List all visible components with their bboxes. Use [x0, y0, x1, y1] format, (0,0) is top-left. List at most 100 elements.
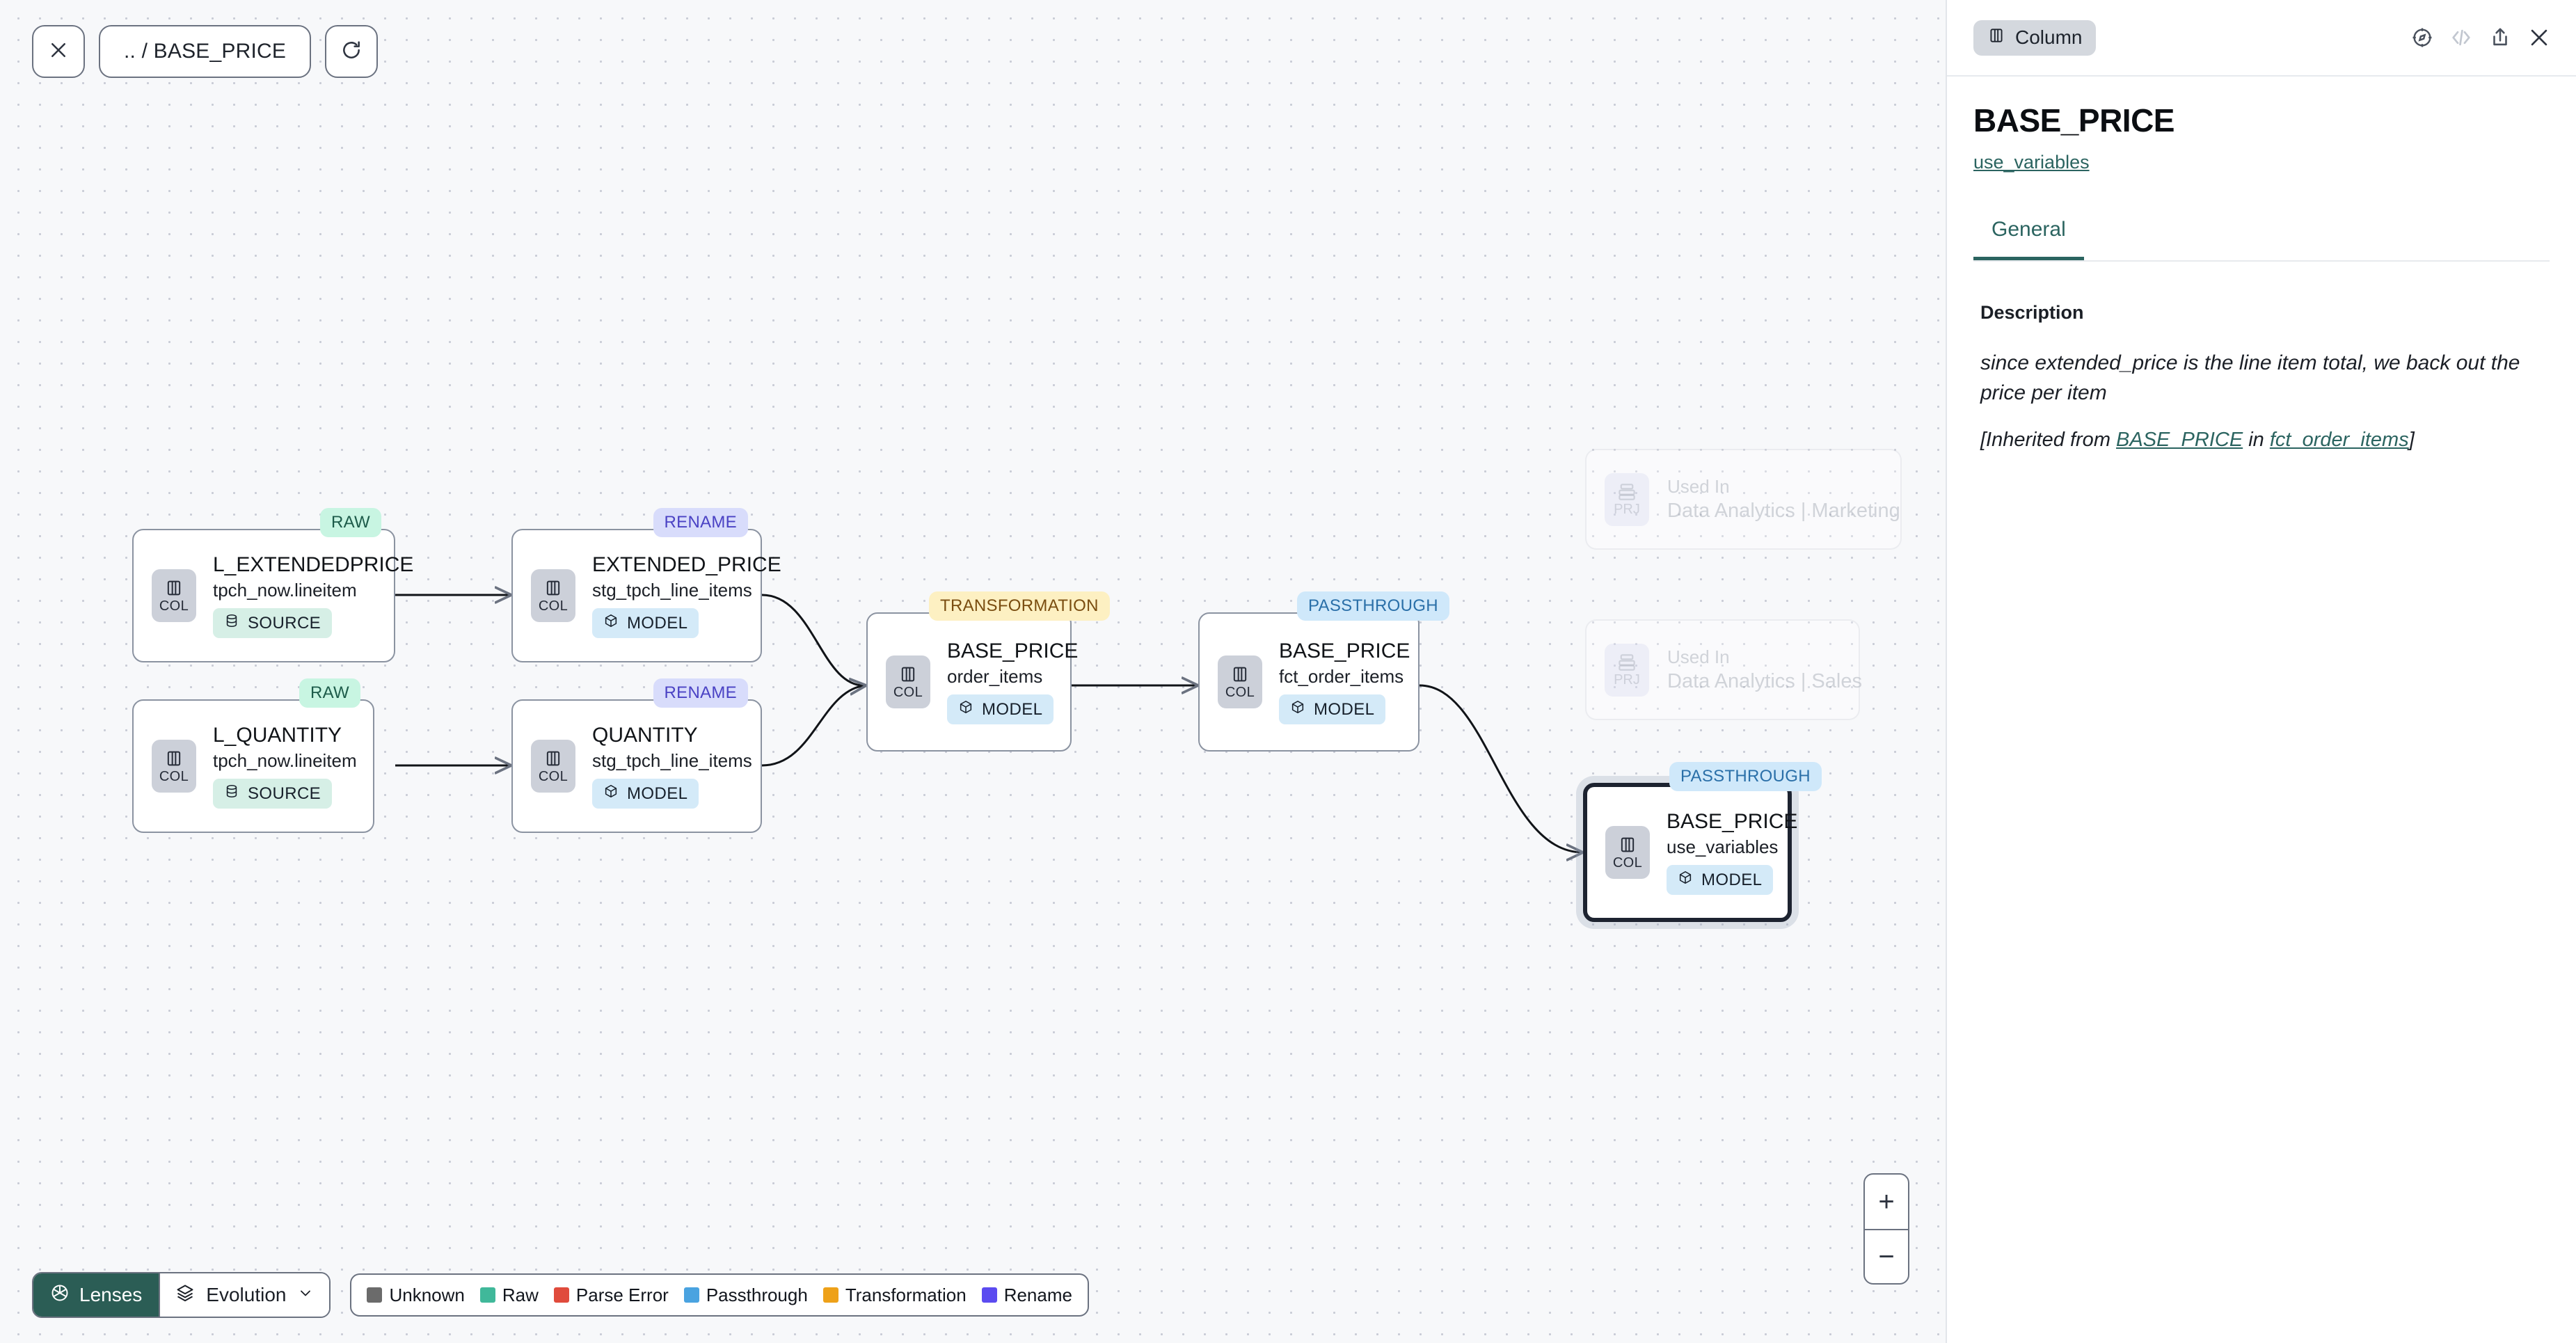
- close-button[interactable]: [32, 25, 85, 78]
- node-base-price-fct-order-items[interactable]: PASSTHROUGH COL BASE_PRICE fct_order_ite…: [1198, 591, 1449, 752]
- node-kind-label: MODEL: [982, 699, 1043, 719]
- canvas-toolbar: .. / BASE_PRICE: [32, 25, 379, 78]
- legend-label: Transformation: [845, 1284, 967, 1305]
- zoom-out-button[interactable]: −: [1865, 1229, 1908, 1283]
- evolution-dropdown[interactable]: Evolution: [159, 1273, 330, 1317]
- node-badge-raw: RAW: [319, 508, 381, 537]
- node-base-price-use-variables[interactable]: PASSTHROUGH COL BASE_PRICE use_variables…: [1583, 762, 1822, 922]
- node-kind-chip: MODEL: [1667, 865, 1774, 896]
- node-kind-chip: MODEL: [947, 694, 1054, 725]
- column-icon-label: COL: [159, 769, 189, 784]
- node-title: EXTENDED_PRICE: [592, 553, 781, 576]
- ghost-project-name: Data Analytics | Sales: [1667, 670, 1862, 692]
- node-badge-passthrough: PASSTHROUGH: [1297, 591, 1449, 621]
- node-badge-raw: RAW: [299, 678, 360, 708]
- column-icon: COL: [1605, 826, 1650, 879]
- node-kind-chip: MODEL: [592, 608, 699, 639]
- close-icon: [48, 40, 69, 64]
- node-kind-label: SOURCE: [248, 613, 321, 633]
- node-kind-chip: MODEL: [1279, 694, 1386, 725]
- project-icon: PRJ: [1605, 643, 1649, 697]
- refresh-button[interactable]: [325, 25, 379, 78]
- node-l-extendedprice[interactable]: RAW COL L_EXTENDEDPRICE tpch_now.lineite…: [132, 508, 413, 662]
- inherited-column-link[interactable]: BASE_PRICE: [2116, 429, 2243, 452]
- node-kind-chip: SOURCE: [213, 779, 333, 809]
- node-kind-label: SOURCE: [248, 784, 321, 803]
- code-icon[interactable]: [2449, 26, 2473, 49]
- aperture-icon: [50, 1283, 70, 1308]
- node-base-price-order-items[interactable]: TRANSFORMATION COL BASE_PRICE order_item…: [866, 591, 1110, 752]
- node-subtitle: tpch_now.lineitem: [213, 749, 357, 771]
- node-kind-label: MODEL: [627, 784, 688, 803]
- entity-type-label: Column: [2015, 26, 2083, 48]
- cube-icon: [603, 784, 619, 804]
- node-title: L_QUANTITY: [213, 723, 342, 747]
- parent-model-link[interactable]: use_variables: [1973, 152, 2090, 173]
- node-title: BASE_PRICE: [947, 639, 1079, 662]
- tab-general[interactable]: General: [1973, 218, 2084, 260]
- node-title: QUANTITY: [592, 723, 698, 747]
- refresh-icon: [340, 39, 363, 65]
- inherited-note: [Inherited from BASE_PRICE in fct_order_…: [1980, 429, 2550, 452]
- node-subtitle: fct_order_items: [1279, 665, 1404, 687]
- project-icon-label: PRJ: [1614, 672, 1640, 688]
- evolution-label: Evolution: [206, 1284, 287, 1305]
- entity-type-badge[interactable]: Column: [1973, 19, 2097, 56]
- node-badge-transformation: TRANSFORMATION: [929, 591, 1110, 621]
- node-badge-rename: RENAME: [653, 508, 748, 537]
- node-kind-label: MODEL: [1701, 870, 1763, 889]
- chevron-down-icon: [297, 1284, 314, 1306]
- column-icon: COL: [152, 569, 196, 622]
- legend-label: Rename: [1003, 1284, 1072, 1305]
- project-icon: PRJ: [1605, 472, 1649, 526]
- legend-swatch: [367, 1287, 383, 1303]
- ghost-node-sales[interactable]: PRJ Used In Data Analytics | Sales: [1585, 619, 1862, 720]
- legend-label: Passthrough: [706, 1284, 808, 1305]
- node-subtitle: stg_tpch_line_items: [592, 749, 752, 771]
- legend-item: Parse Error: [553, 1285, 669, 1306]
- ghost-project-name: Data Analytics | Marketing: [1667, 500, 1900, 522]
- node-title: BASE_PRICE: [1667, 809, 1798, 833]
- ghost-node-marketing[interactable]: PRJ Used In Data Analytics | Marketing: [1585, 449, 1902, 550]
- node-badge-rename: RENAME: [653, 678, 748, 708]
- zoom-in-button[interactable]: +: [1878, 1186, 1895, 1217]
- close-icon[interactable]: [2527, 26, 2551, 49]
- node-l-quantity[interactable]: RAW COL L_QUANTITY tpch_now.lineitem SOU…: [132, 678, 374, 833]
- legend-swatch: [981, 1287, 997, 1303]
- details-tabs: General: [1973, 218, 2550, 262]
- column-icon-label: COL: [538, 769, 569, 784]
- node-kind-label: MODEL: [1314, 699, 1375, 719]
- description-text: since extended_price is the line item to…: [1980, 351, 2520, 404]
- column-icon-label: COL: [1225, 685, 1255, 700]
- share-icon[interactable]: [2488, 26, 2512, 49]
- column-icon-label: COL: [893, 685, 923, 700]
- database-icon: [224, 613, 239, 633]
- panel-header-actions: [2410, 26, 2551, 49]
- legend-swatch: [553, 1287, 569, 1303]
- node-subtitle: tpch_now.lineitem: [213, 579, 357, 601]
- column-icon: COL: [531, 740, 575, 793]
- legend-swatch: [479, 1287, 495, 1303]
- compass-icon[interactable]: [2410, 26, 2434, 49]
- column-icon: COL: [152, 740, 196, 793]
- cube-icon: [1290, 699, 1305, 720]
- column-icon: COL: [1218, 655, 1262, 708]
- node-kind-chip: MODEL: [592, 779, 699, 809]
- legend-item: Passthrough: [683, 1284, 808, 1306]
- layers-icon: [175, 1283, 195, 1308]
- lenses-label: Lenses: [79, 1284, 143, 1305]
- node-title: BASE_PRICE: [1279, 639, 1410, 662]
- lenses-button[interactable]: Lenses: [33, 1273, 159, 1317]
- node-quantity[interactable]: RENAME COL QUANTITY stg_tpch_line_items …: [511, 678, 762, 833]
- inherited-prefix: [Inherited from: [1980, 429, 2117, 452]
- node-extended-price[interactable]: RENAME COL EXTENDED_PRICE stg_tpch_line_…: [511, 508, 781, 662]
- breadcrumb: .. / BASE_PRICE: [124, 40, 287, 63]
- details-panel-body: BASE_PRICE use_variables General: [1947, 77, 2576, 262]
- lineage-canvas[interactable]: .. / BASE_PRICE: [0, 0, 1946, 1343]
- legend-label: Unknown: [389, 1284, 465, 1305]
- inherited-model-link[interactable]: fct_order_items: [2269, 429, 2409, 452]
- column-icon: [1987, 26, 2005, 49]
- cube-icon: [603, 613, 619, 633]
- breadcrumb-button[interactable]: .. / BASE_PRICE: [99, 25, 312, 78]
